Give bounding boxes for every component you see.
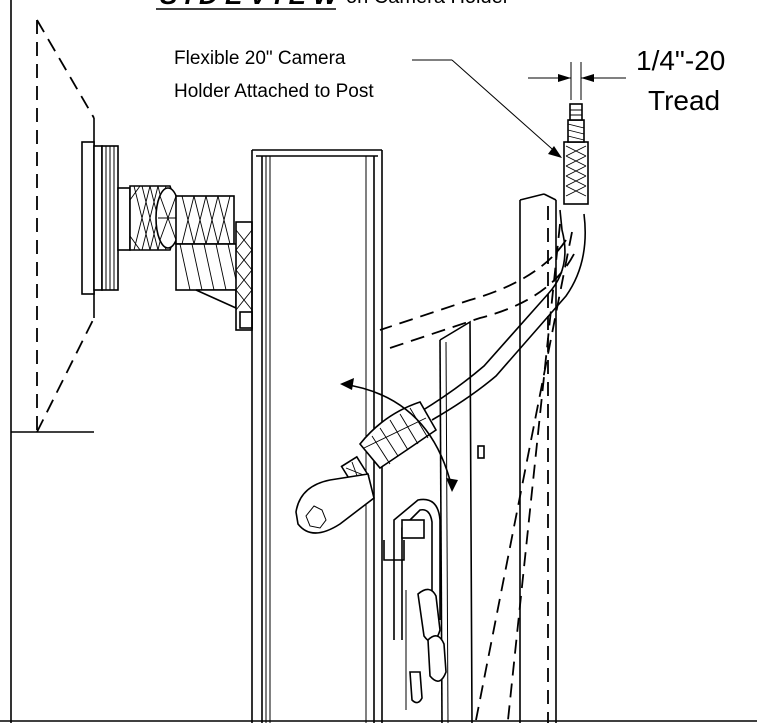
hinged-panel [439,320,485,723]
left-frame [10,0,94,723]
view-title: S I D E V I E W [160,0,340,10]
thread-word-label: Tread [648,85,720,116]
vertical-post [251,149,383,723]
view-header: S I D E V I E W on Camera Holder [156,0,510,10]
thread-size-label: 1/4"-20 [636,45,725,76]
flexible-holder-alternate [379,223,575,721]
holder-callout-line1: Flexible 20" Camera [174,48,346,69]
latch-assembly [383,498,447,710]
swivel-knob [117,185,181,251]
thread-dimension: 1/4"-20 Tread [528,45,725,116]
view-title-suffix: on Camera Holder [346,0,510,8]
mounting-plate [81,141,119,295]
swivel-joint [175,195,239,310]
gooseneck-top [563,103,589,205]
right-post [519,193,557,723]
rotation-arc [340,378,458,492]
holder-callout: Flexible 20" Camera Holder Attached to P… [174,48,562,158]
post-clamp-bracket [235,221,253,331]
holder-callout-line2: Holder Attached to Post [174,81,374,102]
